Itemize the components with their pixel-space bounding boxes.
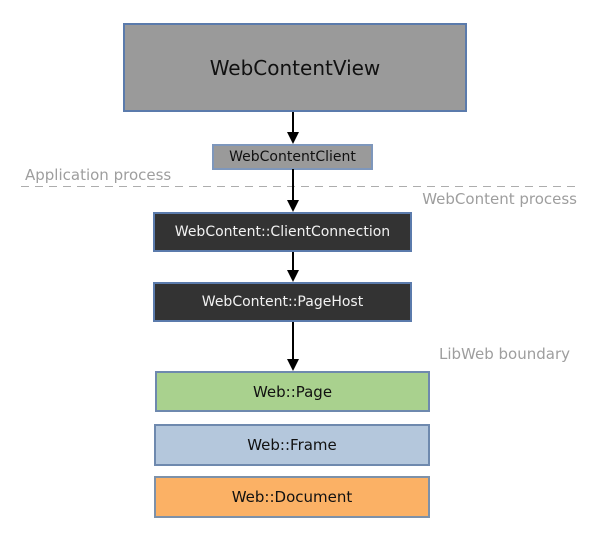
- arrow-clientconnection-to-pagehost-arrowhead-icon: [287, 270, 299, 282]
- node-web-frame: Web::Frame: [154, 424, 430, 466]
- node-web-document: Web::Document: [154, 476, 430, 518]
- region-label-libweb-boundary: LibWeb boundary: [439, 345, 570, 363]
- node-webcontent-pagehost: WebContent::PageHost: [153, 282, 412, 322]
- arrow-clientconnection-to-pagehost-line: [292, 252, 294, 271]
- node-webcontentclient: WebContentClient: [212, 144, 373, 170]
- node-web-page: Web::Page: [155, 371, 430, 412]
- arrow-pagehost-to-webpage-arrowhead-icon: [287, 359, 299, 371]
- arrow-pagehost-to-webpage-line: [292, 322, 294, 360]
- node-webcontentview: WebContentView: [123, 23, 467, 112]
- node-web-document-label: Web::Document: [231, 488, 353, 506]
- node-webcontentview-label: WebContentView: [209, 55, 381, 80]
- process-boundary-divider: [21, 186, 577, 187]
- node-webcontent-clientconnection-label: WebContent::ClientConnection: [174, 224, 391, 240]
- node-webcontent-pagehost-label: WebContent::PageHost: [201, 294, 364, 310]
- node-web-page-label: Web::Page: [252, 382, 333, 401]
- node-webcontent-clientconnection: WebContent::ClientConnection: [153, 212, 412, 252]
- node-web-frame-label: Web::Frame: [247, 436, 337, 454]
- arrow-client-to-clientconnection-arrowhead-icon: [287, 200, 299, 212]
- arrow-client-to-clientconnection-line: [292, 169, 294, 201]
- arrow-view-to-client-arrowhead-icon: [287, 132, 299, 144]
- arrow-view-to-client-line: [292, 112, 294, 133]
- region-label-application-process: Application process: [25, 166, 172, 184]
- node-webcontentclient-label: WebContentClient: [229, 149, 356, 165]
- region-label-webcontent-process: WebContent process: [422, 190, 577, 208]
